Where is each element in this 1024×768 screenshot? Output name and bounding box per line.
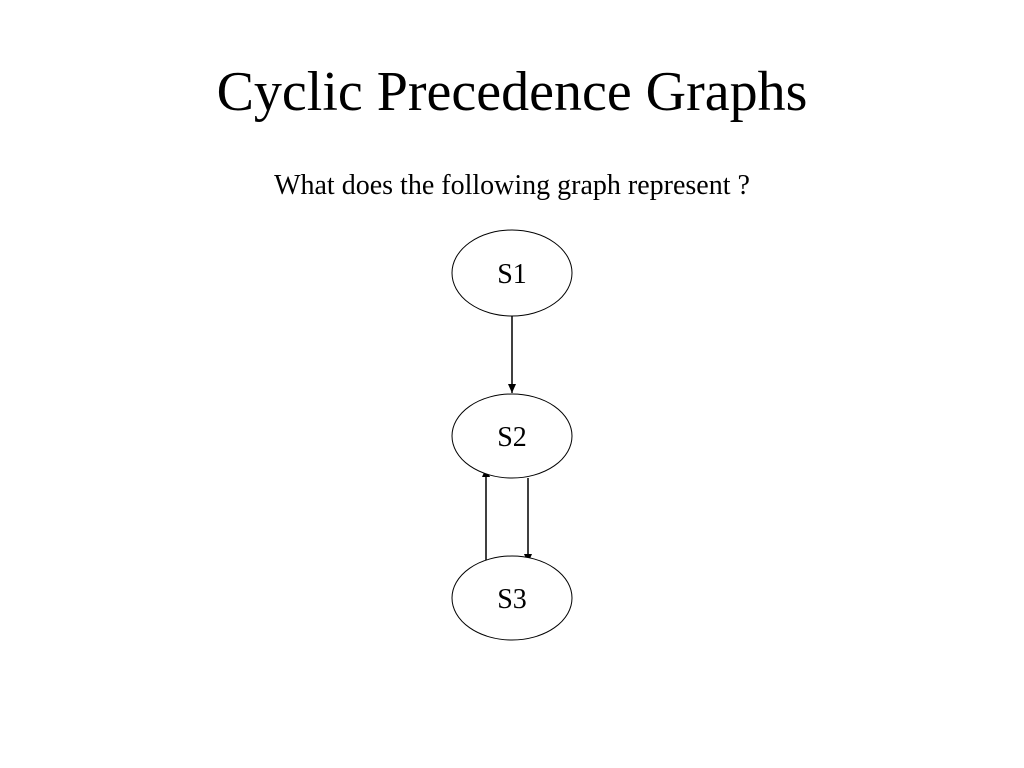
slide-subtitle: What does the following graph represent … xyxy=(274,170,750,201)
node-s1-label: S1 xyxy=(497,259,527,290)
node-s2-ellipse xyxy=(451,393,573,479)
node-s1-ellipse xyxy=(451,229,573,317)
node-s3: S3 xyxy=(451,555,573,641)
node-s3-label: S3 xyxy=(497,584,527,615)
node-s1: S1 xyxy=(451,229,573,317)
node-s3-ellipse xyxy=(451,555,573,641)
slide-title: Cyclic Precedence Graphs xyxy=(216,61,808,123)
node-s2-label: S2 xyxy=(497,422,527,453)
node-s2: S2 xyxy=(451,393,573,479)
